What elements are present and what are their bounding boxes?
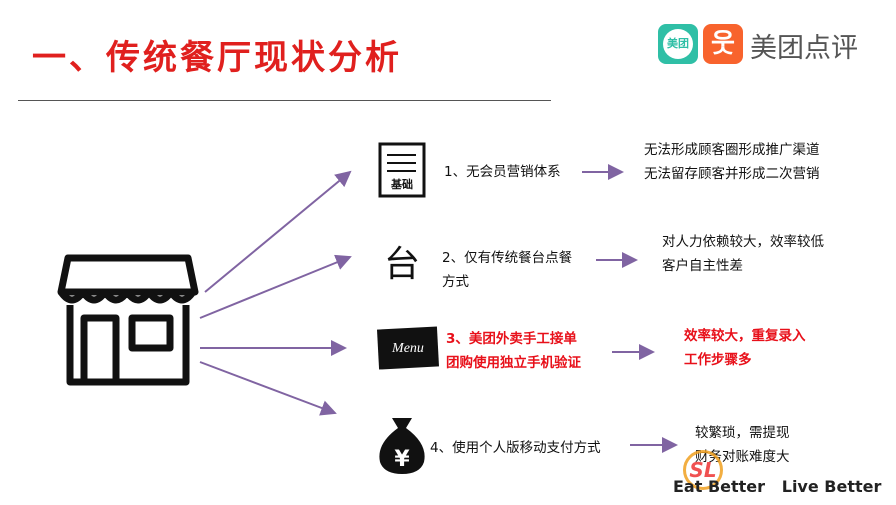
item-3-result: 效率较大，重复录入工作步骤多 (684, 328, 806, 368)
dianping-logo: 웃 (703, 24, 743, 64)
store-icon (57, 254, 199, 386)
ledger-icon: 基础 (378, 142, 426, 198)
item-1-result: 无法形成顾客圈形成推广渠道无法留存顾客并形成二次营销 (644, 142, 820, 182)
watermark-badge: SL (683, 450, 723, 490)
item-2-label: 2、仅有传统餐台点餐方式 (442, 250, 573, 290)
svg-text:Menu: Menu (391, 341, 424, 356)
counter-icon: 台 (384, 244, 420, 285)
item-3-label: 3、美团外卖手工接单团购使用独立手机验证 (446, 331, 581, 371)
menu-icon: Menu (376, 326, 440, 370)
watermark-slogan: Eat Better Live Better (673, 477, 882, 496)
svg-text:¥: ¥ (394, 447, 410, 472)
item-4-label: 4、使用个人版移动支付方式 (430, 440, 601, 456)
svg-text:基础: 基础 (390, 177, 413, 191)
page-title: 一、传统餐厅现状分析 (32, 38, 402, 78)
item-1-label: 1、无会员营销体系 (444, 164, 561, 180)
item-2-result: 对人力依赖较大，效率较低客户自主性差 (662, 234, 824, 274)
meituan-logo: 美团 (658, 24, 698, 64)
money-bag-icon: ¥ (379, 418, 425, 474)
brand-name: 美团点评 (750, 33, 858, 64)
arrows (199, 164, 678, 453)
title-divider (18, 100, 551, 101)
